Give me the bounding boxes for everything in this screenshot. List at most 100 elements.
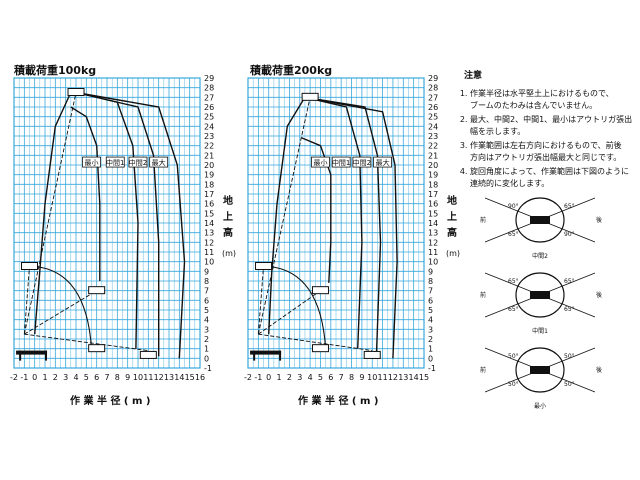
y-tick-label: 15 — [204, 209, 214, 218]
front-label: 前 — [480, 216, 486, 224]
chart-1-y-label-3: 高 — [223, 226, 233, 239]
chart-2-y-label-3: 高 — [447, 226, 457, 239]
angle-label: 50° — [564, 353, 575, 360]
basket-shape — [301, 92, 319, 101]
x-tick-label: 4 — [73, 373, 78, 382]
outrigger-label: 中間1 — [106, 158, 124, 167]
inner-envelope-curve — [34, 92, 72, 335]
sector-boundary — [515, 272, 565, 318]
basket-shape — [311, 286, 329, 295]
vehicle-icon — [530, 366, 550, 374]
x-tick-label: 9 — [359, 373, 364, 382]
angle-label: 50° — [508, 353, 519, 360]
y-tick-label: 26 — [428, 103, 438, 112]
x-tick-label: 11 — [377, 373, 387, 382]
y-tick-label: 25 — [204, 113, 214, 122]
y-tick-label: 8 — [204, 277, 209, 286]
sector-caption: 最小 — [534, 402, 546, 410]
vehicle-icon — [530, 216, 550, 224]
outrigger-label-box — [105, 156, 125, 168]
x-tick-label: 15 — [419, 373, 429, 382]
outrigger-label: 最大 — [152, 158, 166, 167]
outrigger-label-box — [352, 156, 372, 168]
x-tick-label: 7 — [104, 373, 109, 382]
y-tick-label: 17 — [204, 190, 214, 199]
front-label: 前 — [480, 291, 486, 299]
y-tick-label: 8 — [428, 277, 433, 286]
sector-diagram-minimum: 前後50°50°50°50°最小 — [480, 347, 602, 410]
sector-boundary — [515, 197, 565, 243]
y-tick-label: 9 — [428, 267, 433, 276]
y-tick-label: 17 — [428, 190, 438, 199]
x-tick-label: 16 — [195, 373, 205, 382]
y-tick-label: 1 — [428, 345, 433, 354]
grid-frame — [247, 77, 425, 369]
x-tick-label: -1 — [254, 373, 262, 382]
angle-label: 65° — [564, 306, 575, 313]
boom-line — [258, 290, 321, 335]
x-tick-label: 15 — [185, 373, 195, 382]
y-tick-label: 10 — [428, 258, 438, 267]
working-envelope-curve — [304, 96, 398, 359]
x-tick-label: 10 — [367, 373, 377, 382]
outrigger-label: 最小 — [313, 158, 327, 167]
y-tick-label: 10 — [204, 258, 214, 267]
angle-label: 65° — [564, 203, 575, 210]
y-tick-label: 20 — [428, 161, 438, 170]
y-tick-label: 29 — [428, 74, 438, 83]
boom-line — [24, 333, 149, 352]
x-tick-label: 5 — [84, 373, 89, 382]
boom-swing-arc — [34, 265, 93, 349]
x-tick-label: 3 — [63, 373, 68, 382]
chart-1-y-ticks: -101234567891011121314151617181920212223… — [204, 74, 214, 373]
working-envelope-curve — [304, 96, 363, 349]
x-tick-label: 10 — [133, 373, 143, 382]
rear-label: 後 — [596, 366, 602, 374]
outrigger-label: 中間2 — [353, 158, 371, 167]
y-tick-label: 1 — [204, 345, 209, 354]
y-tick-label: 29 — [204, 74, 214, 83]
y-tick-label: 4 — [204, 316, 209, 325]
y-tick-label: 12 — [204, 238, 214, 247]
angle-label: 50° — [564, 381, 575, 388]
y-tick-label: 28 — [204, 84, 214, 93]
y-tick-label: 7 — [204, 287, 209, 296]
y-tick-label: 2 — [428, 335, 433, 344]
y-tick-label: 0 — [428, 354, 433, 363]
front-label: 前 — [480, 366, 486, 374]
sector-boundary — [515, 347, 565, 393]
angle-label: 65° — [564, 278, 575, 285]
y-tick-label: 13 — [204, 229, 214, 238]
y-tick-label: 3 — [204, 325, 209, 334]
y-tick-label: 14 — [428, 219, 438, 228]
notes-heading: 注意 — [464, 71, 483, 81]
y-tick-label: 20 — [204, 161, 214, 170]
x-tick-label: 14 — [409, 373, 419, 382]
inner-envelope-curve — [268, 96, 306, 335]
outrigger-label: 中間1 — [332, 158, 350, 167]
slewing-range-diagrams: 前後90°65°65°90°中間2 前後65°65°65°65°中間1 前後50… — [480, 197, 602, 410]
chart-1-envelopes — [16, 88, 186, 361]
chart-1-y-label-1: 地 — [223, 194, 233, 207]
y-tick-label: 19 — [204, 171, 214, 180]
rear-label: 後 — [596, 216, 602, 224]
x-tick-label: 14 — [174, 373, 184, 382]
y-tick-label: 26 — [204, 103, 214, 112]
working-envelope-curve — [75, 91, 160, 357]
y-tick-label: 9 — [204, 267, 209, 276]
y-tick-label: 25 — [428, 113, 438, 122]
chart-2-x-axis-label: 作 業 半 径 ( m ) — [298, 394, 378, 407]
working-envelope-curve — [304, 96, 382, 357]
chart-2-title: 積載荷重200kg — [249, 63, 332, 77]
y-tick-label: 24 — [428, 122, 438, 131]
y-tick-label: 2 — [204, 335, 209, 344]
outrigger-label-box — [311, 156, 330, 168]
x-tick-label: 1 — [42, 373, 47, 382]
x-tick-label: 13 — [398, 373, 408, 382]
